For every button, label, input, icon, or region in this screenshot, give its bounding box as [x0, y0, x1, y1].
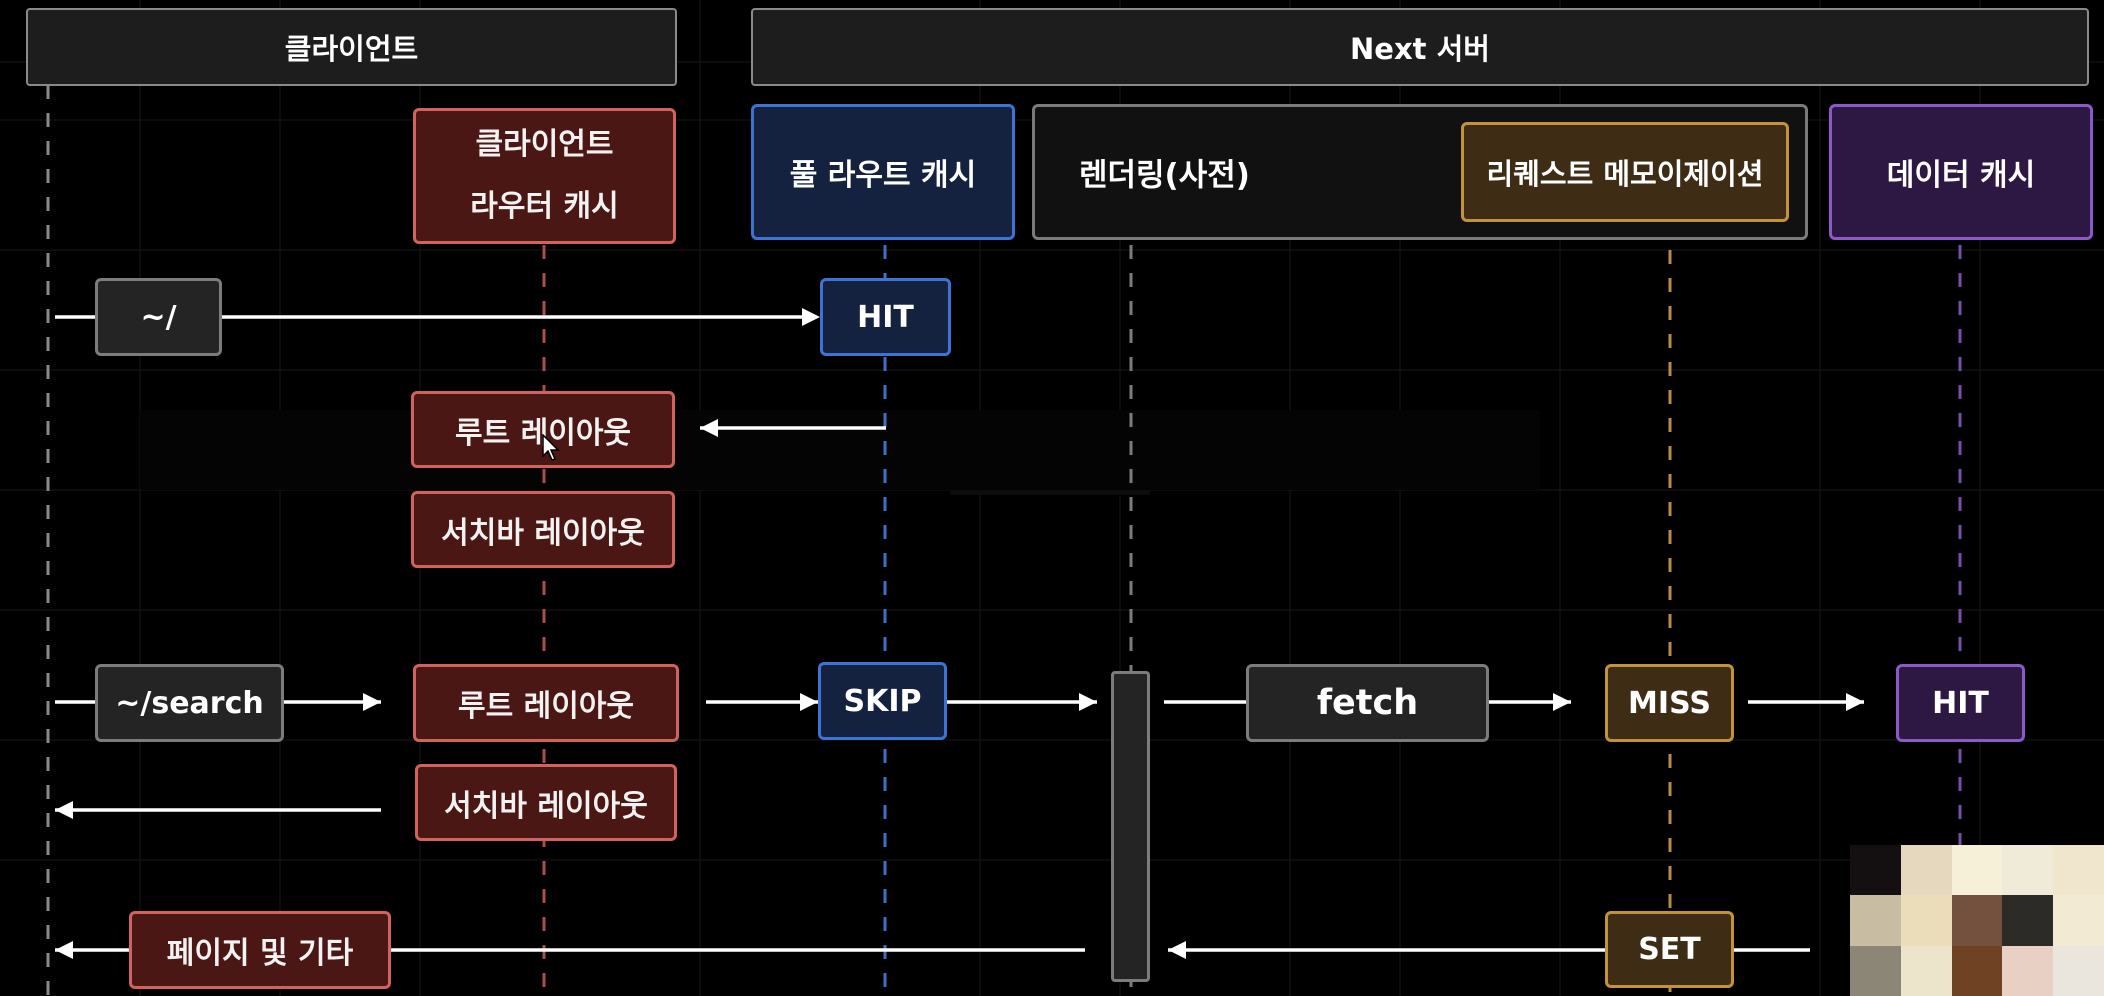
rendering-activation-bar — [1111, 671, 1150, 982]
arrowhead-client-cache-2 — [363, 693, 381, 711]
request-memoization-box: 리퀘스트 메모이제이션 — [1461, 122, 1789, 222]
route-root-box: ~/ — [95, 278, 222, 356]
arrowhead-client-cache-1 — [700, 419, 718, 437]
full-route-cache-box: 풀 라우트 캐시 — [751, 104, 1015, 240]
client-router-cache-line1: 클라이언트 — [475, 127, 614, 162]
webcam-overlay — [1850, 845, 2104, 996]
client-router-cache-box: 클라이언트 라우터 캐시 — [413, 108, 676, 244]
rendering-label: 렌더링(사전) — [1079, 157, 1250, 194]
search-bar-layout-box-1: 서치바 레이아웃 — [411, 491, 675, 568]
page-etc-box: 페이지 및 기타 — [129, 911, 391, 989]
arrowhead-rendering — [1079, 693, 1097, 711]
full-route-skip-box: SKIP — [818, 662, 947, 740]
full-route-hit-box: HIT — [820, 278, 951, 356]
arrowhead-memo — [1846, 693, 1864, 711]
route-search-box: ~/search — [95, 664, 284, 742]
memo-miss-box: MISS — [1605, 664, 1734, 742]
data-cache-hit-box: HIT — [1896, 664, 2025, 742]
arrowhead-full-route-cache — [802, 308, 820, 326]
memo-set-box: SET — [1605, 911, 1734, 988]
arrowhead-full-route-2 — [800, 693, 818, 711]
arrowhead-fetch — [1553, 693, 1571, 711]
client-router-cache-line2: 라우터 캐시 — [470, 189, 619, 224]
mouse-pointer-icon — [542, 434, 560, 461]
root-layout-box-2: 루트 레이아웃 — [413, 664, 679, 742]
client-header: 클라이언트 — [26, 8, 677, 86]
fetch-box: fetch — [1246, 664, 1489, 742]
arrowhead-client-1 — [55, 801, 73, 819]
root-layout-box-1: 루트 레이아웃 — [411, 391, 675, 468]
next-server-header: Next 서버 — [751, 8, 2089, 86]
search-bar-layout-box-2: 서치바 레이아웃 — [415, 764, 677, 841]
rendering-box: 렌더링(사전) 리퀘스트 메모이제이션 — [1032, 104, 1808, 240]
data-cache-box: 데이터 캐시 — [1829, 104, 2093, 240]
arrowhead-rendering-back — [1168, 941, 1186, 959]
arrowhead-client-2 — [55, 941, 73, 959]
